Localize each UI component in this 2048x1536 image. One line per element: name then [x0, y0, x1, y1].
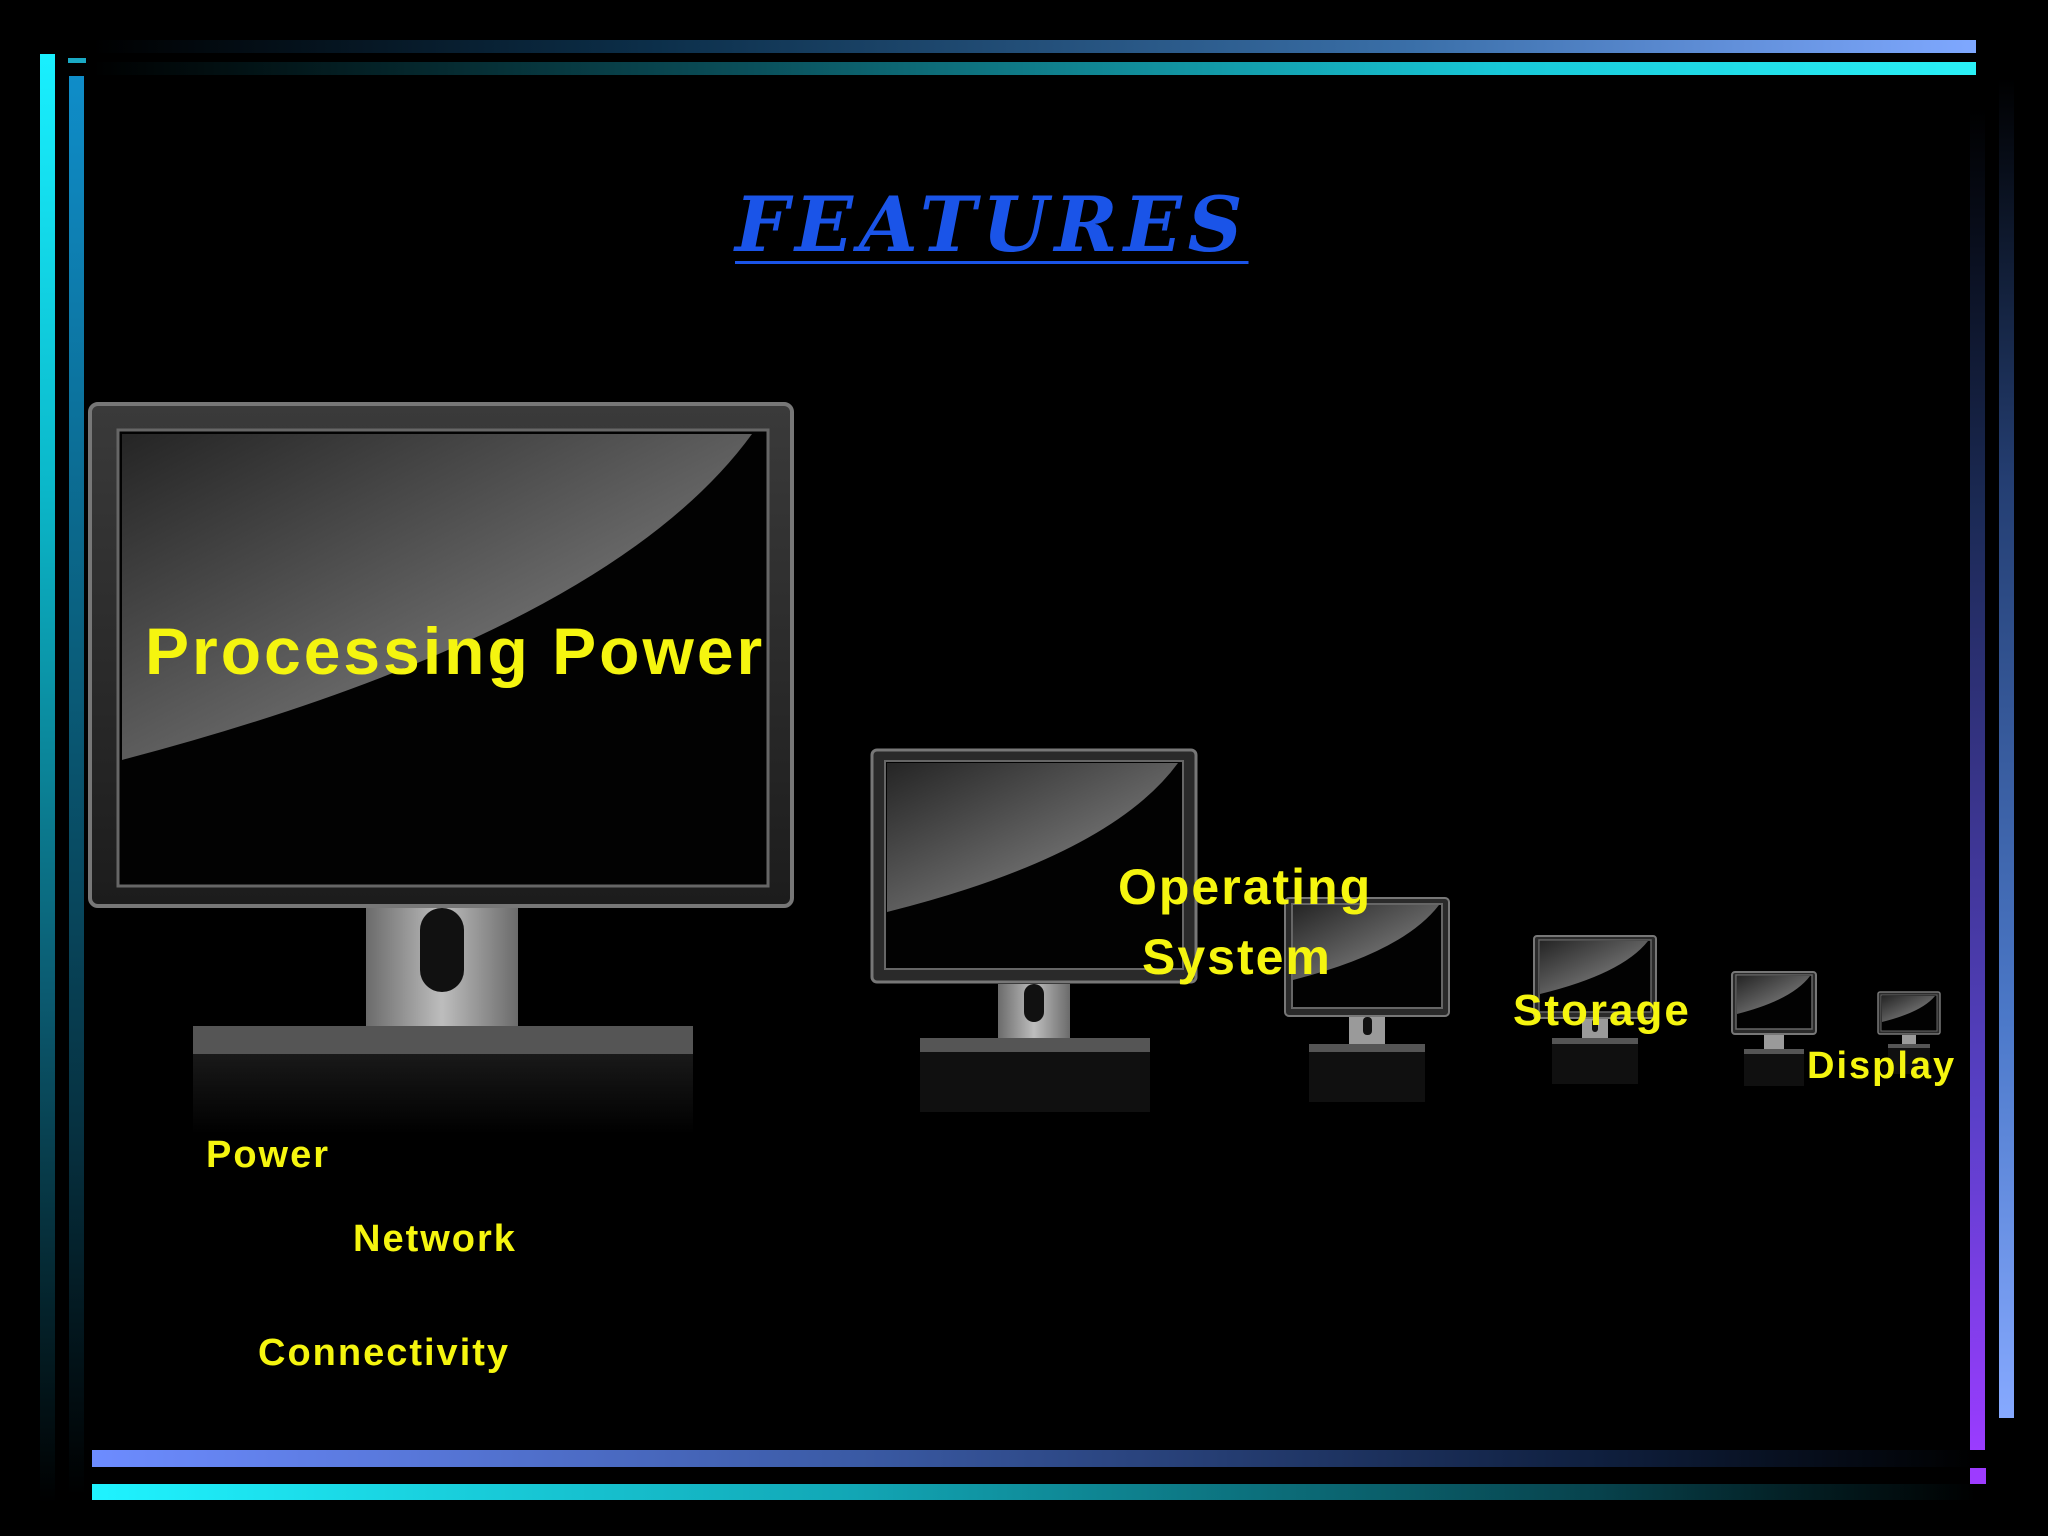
feature-label-operating-system: Operating System: [1118, 852, 1372, 992]
bottom-border-bar-cyan: [92, 1484, 1976, 1500]
feature-label-operating-line2: System: [1142, 929, 1332, 985]
monitor-icon: [1730, 970, 1820, 1120]
left-border-bar-inner: [69, 76, 84, 1496]
right-border-bar-purple: [1970, 108, 1985, 1450]
feature-label-connectivity: Connectivity: [258, 1332, 511, 1374]
bottom-border-bar: [92, 1450, 1976, 1467]
monitor-icon: [1283, 896, 1453, 1126]
feature-label-network: Network: [353, 1218, 517, 1260]
feature-label-storage: Storage: [1513, 986, 1691, 1035]
feature-label-display: Display: [1807, 1045, 1957, 1087]
top-border-bar: [92, 40, 1976, 53]
frame-tick: [68, 58, 86, 63]
monitor-icon: [870, 748, 1200, 1128]
right-border-bar: [1999, 78, 2014, 1418]
monitor-icon: [88, 402, 798, 1142]
top-border-bar-cyan: [92, 62, 1976, 75]
feature-label-operating-line1: Operating: [1118, 859, 1373, 915]
slide-title: FEATURES: [735, 180, 1249, 269]
left-border-bar: [40, 54, 55, 1504]
monitor-icon: [1876, 990, 1946, 1100]
feature-label-power: Power: [206, 1134, 331, 1176]
feature-label-processing-power: Processing Power: [145, 614, 766, 688]
corner-square: [1970, 1468, 1986, 1484]
monitor-icon: [1532, 934, 1662, 1124]
